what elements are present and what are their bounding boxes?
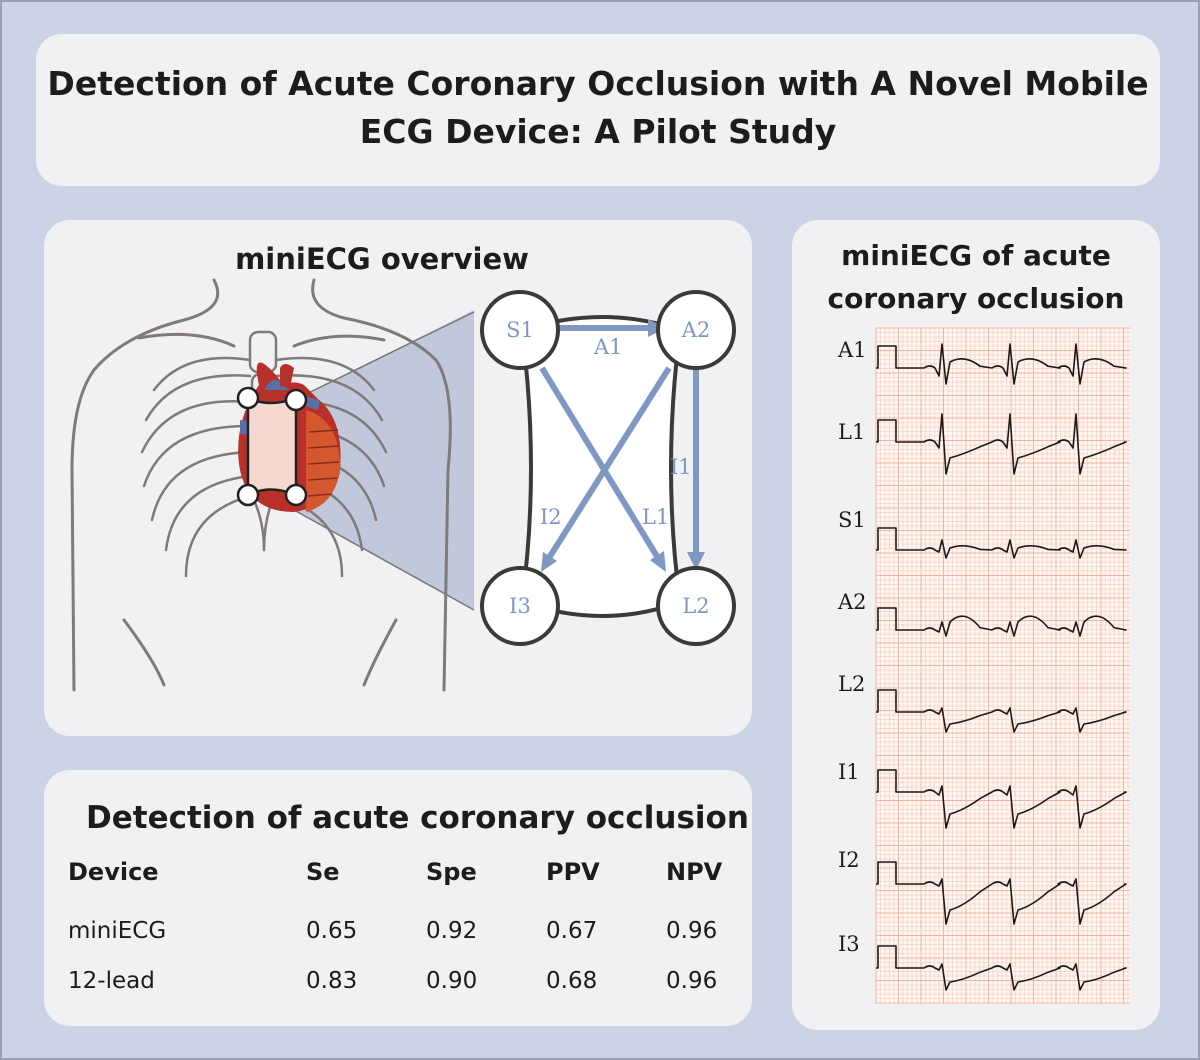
cell-spe: 0.92 xyxy=(426,918,478,944)
torso-outline xyxy=(70,278,452,692)
cell-spe: 0.90 xyxy=(426,968,478,994)
ecg-lead-label-a1: A1 xyxy=(838,338,867,362)
electrode-s1: S1 xyxy=(506,318,534,342)
ecg-lead-label-i3: I3 xyxy=(838,932,860,956)
cell-npv: 0.96 xyxy=(666,968,718,994)
cell-se: 0.83 xyxy=(306,968,358,994)
electrode-l2: L2 xyxy=(682,594,709,618)
cell-ppv: 0.68 xyxy=(546,968,598,994)
lead-label-a1: A1 xyxy=(593,335,623,359)
ecg-trace xyxy=(876,861,1127,925)
cell-device: 12-lead xyxy=(68,968,155,994)
ecg-trace xyxy=(876,769,1127,829)
patch-on-chest xyxy=(236,386,308,507)
title-line-1: Detection of Acute Coronary Occlusion wi… xyxy=(47,64,1149,103)
ecg-lead-label-l1: L1 xyxy=(838,420,866,444)
cell-device: miniECG xyxy=(68,918,167,944)
title-line-2: ECG Device: A Pilot Study xyxy=(359,112,837,151)
overview-panel: A1 I1 I2 L1 S1 A2 I3 L2 miniECG overview xyxy=(44,220,752,736)
column-header-device: Device xyxy=(68,858,159,886)
column-header-ppv: PPV xyxy=(546,858,600,886)
ecg-lead-label-l2: L2 xyxy=(838,672,866,696)
lead-label-i2: I2 xyxy=(540,505,562,529)
lead-labels: A1 I1 I2 L1 xyxy=(540,335,692,529)
ecg-panel: miniECG of acute coronary occlusion A1 L… xyxy=(792,220,1160,1030)
column-header-se: Se xyxy=(306,858,340,886)
zoom-line-bottom xyxy=(293,509,475,611)
ecg-trace xyxy=(876,945,1127,991)
ecg-lead-label-i2: I2 xyxy=(838,848,860,872)
title: Detection of Acute Coronary Occlusion wi… xyxy=(36,60,1160,156)
electrode-i3: I3 xyxy=(509,594,531,618)
overview-illustration: A1 I1 I2 L1 S1 A2 I3 L2 xyxy=(70,278,736,692)
ecg-strip xyxy=(875,327,1130,1004)
ecg-heading-line-1: miniECG of acute xyxy=(841,239,1111,272)
table-heading: Detection of acute coronary occlusion xyxy=(86,800,749,836)
column-header-spe: Spe xyxy=(426,858,477,886)
ecg-heading-line-2: coronary occlusion xyxy=(827,282,1125,315)
results-table-panel: Detection of acute coronary occlusion De… xyxy=(44,770,752,1026)
ecg-trace xyxy=(876,607,1127,637)
lead-arrows xyxy=(539,319,705,572)
ecg-trace xyxy=(876,527,1127,559)
overview-heading: miniECG overview xyxy=(235,242,529,276)
cell-se: 0.65 xyxy=(306,918,358,944)
cell-npv: 0.96 xyxy=(666,918,718,944)
ecg-grid xyxy=(875,327,1130,1004)
lead-label-i1: I1 xyxy=(670,455,692,479)
ecg-trace xyxy=(876,343,1127,385)
ecg-trace xyxy=(876,413,1127,475)
column-header-npv: NPV xyxy=(666,858,723,886)
electrodes: S1 A2 I3 L2 xyxy=(480,290,736,646)
ecg-heading: miniECG of acute coronary occlusion xyxy=(792,234,1160,320)
ecg-trace xyxy=(876,689,1127,733)
lead-label-l1: L1 xyxy=(642,505,669,529)
ecg-lead-label-i1: I1 xyxy=(838,760,860,784)
cell-ppv: 0.67 xyxy=(546,918,598,944)
zoom-line-top xyxy=(293,311,475,401)
ecg-lead-label-s1: S1 xyxy=(838,508,866,532)
ecg-lead-label-a2: A2 xyxy=(838,590,867,614)
title-panel: Detection of Acute Coronary Occlusion wi… xyxy=(36,34,1160,186)
electrode-a2: A2 xyxy=(681,318,711,342)
